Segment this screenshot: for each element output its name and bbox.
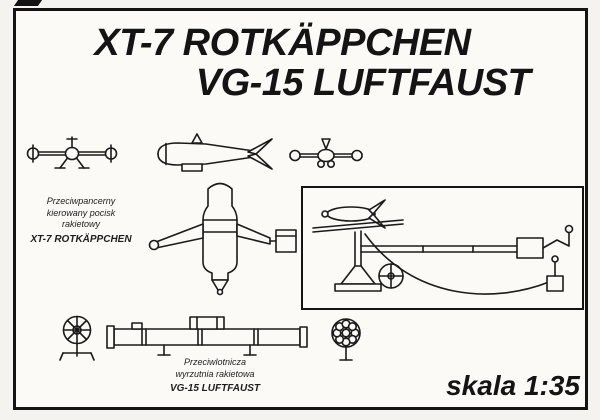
page-title-line1: XT-7 ROTKÄPPCHEN [94,22,471,64]
launcher-barrel-cluster-view-drawing [331,318,361,361]
launcher-detail-box [301,186,584,310]
missile-side-view-drawing [157,133,273,172]
missile-caption-line2: kierowany pocisk [46,207,116,218]
missile-front-view-drawing [26,136,118,169]
launcher-caption-line2: wyrzutnia rakietowa [175,368,255,379]
launcher-assembly-drawing [312,199,574,295]
launcher-caption: Przeciwlotnicza wyrzutnia rakietowa VG-1… [140,357,290,395]
missile-top-view-drawing [148,182,297,296]
missile-caption-line3: rakietowy [61,219,100,230]
missile-caption: Przeciwpancerny kierowany pocisk rakieto… [20,196,142,246]
missile-caption-line1: Przeciwpancerny [46,196,116,206]
page-title-line2: VG-15 LUFTFAUST [195,62,531,104]
launcher-wheel-front-view-drawing [59,315,95,361]
launcher-caption-name: VG-15 LUFTFAUST [169,383,260,395]
launcher-tube-side-view-drawing [106,316,308,356]
missile-caption-name: XT-7 ROTKÄPPCHEN [30,234,132,246]
launcher-caption-line1: Przeciwlotnicza [183,357,247,367]
scale-label: skala 1:35 [446,370,580,401]
scan-artifact [13,0,43,6]
missile-rear-view-drawing [289,138,363,168]
